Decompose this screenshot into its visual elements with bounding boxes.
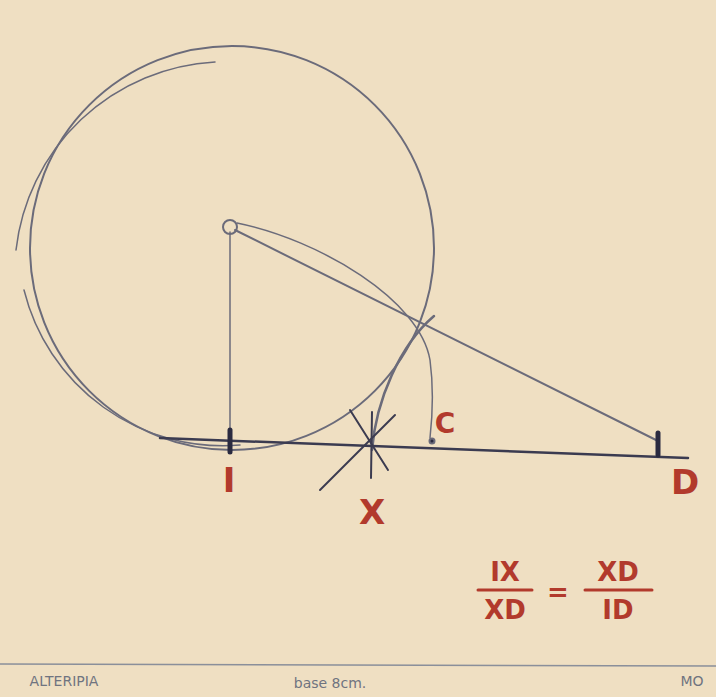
strip-line [0,664,716,666]
strip-note: base 8cm. [294,676,367,690]
hypotenuse-line [235,230,658,441]
point-label: C [435,410,456,438]
fraction-bar [478,589,532,592]
fraction-term: XD [597,559,639,585]
cross-mark [320,415,395,490]
point-label: D [671,465,699,499]
pencil-arc [24,290,240,446]
compass-arc [237,223,432,438]
cross-mark [371,412,372,478]
strip-note: ALTERIPIA [30,674,99,688]
tick-mark [228,430,233,452]
strip-note: MO [680,674,703,688]
cross-mark [350,410,388,470]
pencil-arc [16,62,215,250]
base-line [160,438,688,458]
tick-mark [656,433,661,455]
fraction-bar [585,589,652,592]
fraction-term: XD [484,597,526,623]
point-label: I [223,463,236,497]
fraction-term: ID [602,597,633,623]
pencil-circle [30,46,434,450]
point-mark [430,439,435,444]
point-label: X [359,495,385,529]
fraction-sign: = [547,579,569,605]
radius-line [229,232,231,440]
fraction-term: IX [490,559,520,585]
